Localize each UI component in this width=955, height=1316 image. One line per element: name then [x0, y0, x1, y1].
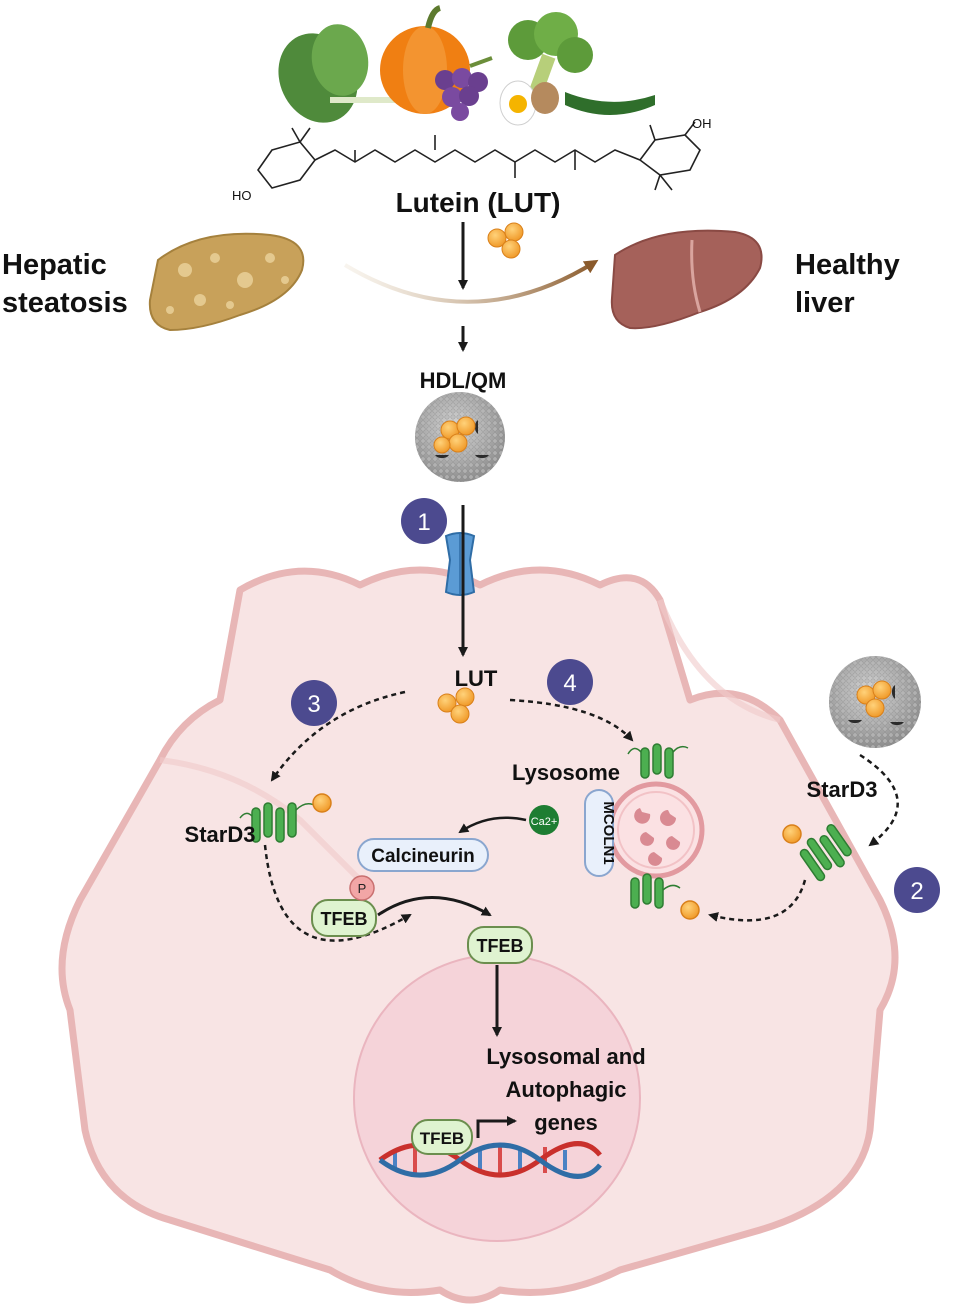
arrow-stard3-right-to-lysosome [708, 879, 807, 922]
arrow-tfeb-dephosphorylation [377, 896, 492, 917]
fatty-liver-icon [148, 232, 305, 332]
calcineurin-box: Calcineurin [357, 838, 489, 872]
svg-text:TFEB: TFEB [321, 909, 368, 929]
svg-text:P: P [358, 881, 367, 896]
tfeb-phosphorylated-box: TFEB P [311, 875, 377, 937]
hdl-qm-label: HDL/QM [420, 368, 507, 393]
svg-text:TFEB: TFEB [420, 1129, 464, 1148]
genes-label-3: genes [534, 1110, 598, 1135]
lutein-droplet-icon [487, 222, 524, 259]
grapes-icon [435, 56, 493, 121]
stard3-receptor-icon [239, 793, 332, 843]
transcription-arrow [476, 1116, 517, 1138]
stard3-receptor-icon [782, 824, 852, 882]
zucchini-icon [565, 92, 655, 115]
egg-icon [499, 80, 537, 126]
stard3-receptor-icon [627, 743, 689, 779]
step-badge-1: 1 [401, 498, 447, 544]
lipoprotein-particle-icon [415, 392, 505, 482]
stard3-left-label: StarD3 [185, 822, 256, 847]
broccoli-icon [508, 12, 593, 97]
oh-label: OH [692, 116, 712, 131]
step-badge-4: 4 [547, 659, 593, 705]
stard3-right-label: StarD3 [807, 777, 878, 802]
healthy-liver-icon [610, 229, 763, 330]
svg-text:MCOLN1: MCOLN1 [600, 801, 617, 864]
lut-droplet-icon [437, 687, 475, 724]
healthy-liver-label-1: Healthy [795, 249, 900, 281]
genes-label-2: Autophagic [506, 1077, 627, 1102]
svg-text:Calcineurin: Calcineurin [371, 846, 474, 867]
tfeb-dna-box: TFEB [411, 1119, 473, 1155]
stard3-receptor-icon [630, 873, 700, 920]
ho-label: HO [232, 188, 252, 203]
lysosome-icon [607, 781, 705, 879]
membrane-channel-icon [444, 532, 476, 596]
steatosis-to-healthy-arrow [343, 259, 599, 304]
genes-label-1: Lysosomal and [486, 1044, 645, 1069]
lysosome-label: Lysosome [512, 760, 620, 785]
lutein-molecule-icon [257, 121, 701, 191]
svg-text:1: 1 [417, 509, 430, 536]
mcoln1-channel: MCOLN1 [584, 789, 617, 877]
lipoprotein-particle-icon [829, 656, 921, 748]
arrow-particle-to-stard3-right [859, 753, 899, 847]
hepatic-steatosis-label-2: steatosis [2, 287, 128, 319]
svg-text:4: 4 [563, 670, 576, 697]
arrow-lut-to-lysosome [509, 698, 634, 742]
svg-text:2: 2 [910, 878, 923, 905]
step-badge-3: 3 [291, 680, 337, 726]
lutein-title: Lutein (LUT) [396, 187, 561, 218]
potato-icon [531, 82, 559, 114]
lettuce-icon [278, 24, 395, 123]
svg-text:Ca2+: Ca2+ [531, 816, 558, 828]
step-badge-2: 2 [894, 867, 940, 913]
calcium-ion-icon: Ca2+ [529, 805, 559, 835]
svg-text:TFEB: TFEB [477, 936, 524, 956]
arrow-calcium-to-calcineurin [458, 816, 527, 834]
lut-label: LUT [455, 666, 498, 691]
hepatic-steatosis-label-1: Hepatic [2, 249, 107, 281]
tfeb-active-box: TFEB [467, 926, 533, 964]
healthy-liver-label-2: liver [795, 287, 855, 319]
svg-text:3: 3 [307, 691, 320, 718]
arrow-lut-to-stard3-left [270, 690, 406, 782]
